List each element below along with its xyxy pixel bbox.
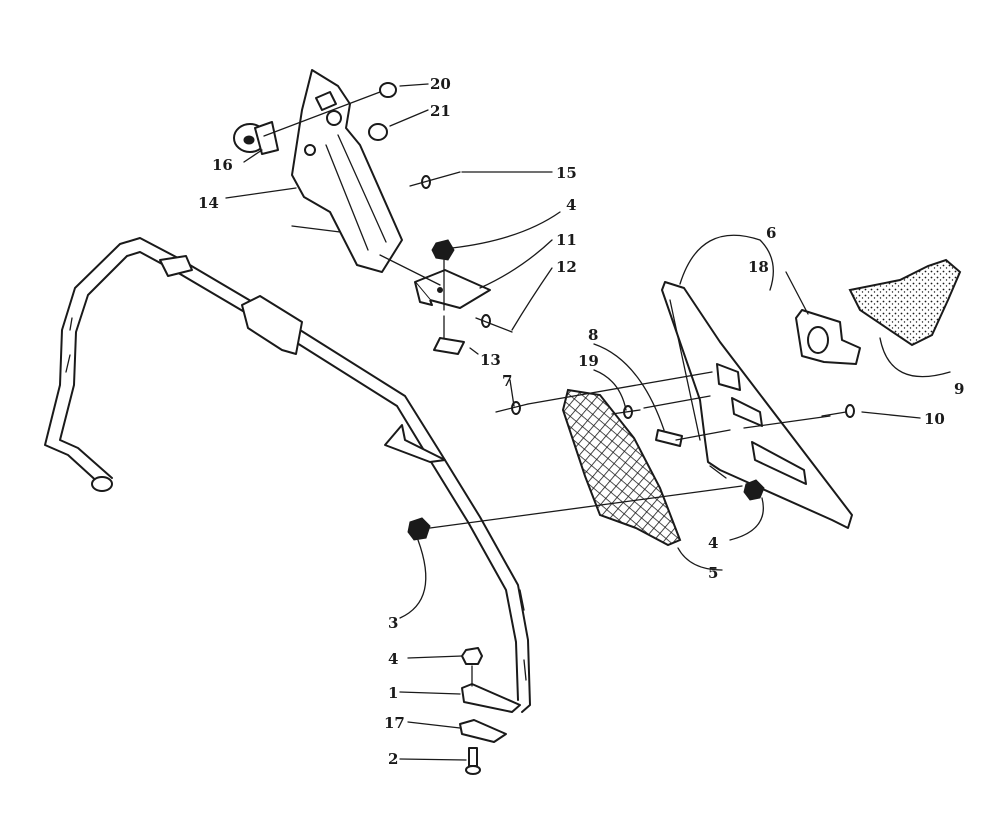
tube-end bbox=[91, 476, 113, 492]
clip-13 bbox=[433, 315, 465, 355]
nut-20 bbox=[379, 82, 397, 98]
callout-18: 18 bbox=[748, 258, 769, 276]
callout-1: 1 bbox=[388, 684, 398, 702]
callout-19: 19 bbox=[578, 352, 599, 370]
screw-10 bbox=[821, 404, 855, 418]
bolt-2 bbox=[465, 747, 481, 775]
callout-10: 10 bbox=[924, 410, 945, 428]
mesh-grille bbox=[561, 388, 682, 547]
nut-4-lower bbox=[461, 647, 483, 665]
nut-21 bbox=[368, 123, 388, 141]
bracket-hole-upper bbox=[326, 110, 342, 126]
callout-8: 8 bbox=[588, 326, 598, 344]
leader-lines bbox=[225, 83, 951, 761]
callout-4-lower: 4 bbox=[388, 650, 398, 668]
nut-3 bbox=[407, 517, 431, 541]
callout-6: 6 bbox=[766, 224, 776, 242]
callout-17: 17 bbox=[384, 714, 405, 732]
callout-20: 20 bbox=[430, 75, 451, 93]
rivet-7 bbox=[495, 401, 529, 415]
callout-4-right: 4 bbox=[708, 534, 718, 552]
callout-2: 2 bbox=[388, 750, 398, 768]
callout-21: 21 bbox=[430, 102, 451, 120]
plate-17 bbox=[459, 719, 507, 743]
nut-4-upper bbox=[431, 239, 455, 261]
tray-9 bbox=[848, 258, 962, 347]
bracket-1 bbox=[461, 683, 521, 713]
callout-11: 11 bbox=[556, 231, 577, 249]
nut-4-right bbox=[743, 479, 765, 501]
callout-15: 15 bbox=[556, 164, 577, 182]
pin-15 bbox=[409, 171, 461, 189]
callout-16: 16 bbox=[212, 156, 233, 174]
callout-5: 5 bbox=[708, 564, 718, 582]
knob-16 bbox=[233, 121, 279, 155]
callout-13: 13 bbox=[480, 351, 501, 369]
bumper-frame bbox=[44, 237, 531, 713]
callout-9: 9 bbox=[954, 380, 964, 398]
bracket-hole-lower bbox=[304, 144, 316, 156]
pin-12 bbox=[475, 314, 513, 333]
frame-mount-tab bbox=[384, 424, 446, 463]
upper-mounting-bracket bbox=[291, 69, 403, 273]
callout-7: 7 bbox=[502, 372, 512, 390]
plate-18 bbox=[795, 309, 861, 365]
callout-4-upper: 4 bbox=[566, 196, 576, 214]
callout-14: 14 bbox=[198, 194, 219, 212]
callout-3: 3 bbox=[388, 614, 398, 632]
side-panel bbox=[661, 281, 853, 529]
tube-sleeve bbox=[241, 295, 303, 355]
callout-12: 12 bbox=[556, 258, 577, 276]
bracket-11 bbox=[414, 269, 491, 309]
bracket-8 bbox=[655, 429, 683, 447]
tube-clamp-left bbox=[159, 255, 193, 277]
callout-labels: 20 21 16 15 14 4 11 12 13 6 18 9 8 19 7 … bbox=[198, 75, 964, 768]
